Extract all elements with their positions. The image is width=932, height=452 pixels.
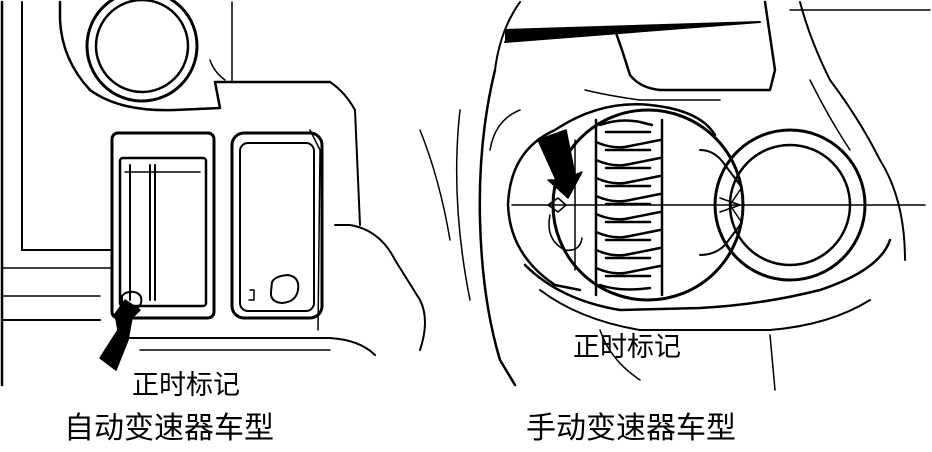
ring-gear [594,118,664,297]
timing-arrow-left [99,299,141,371]
timing-arrow-right [537,129,583,199]
left-caption: 自动变速器车型 [64,411,274,446]
left-panel-drawing [0,0,451,387]
right-caption: 手动变速器车型 [526,411,736,446]
left-timing-mark-label: 正时标记 [132,370,240,401]
right-timing-mark-label: 正时标记 [573,332,681,363]
right-panel-drawing [455,0,931,391]
